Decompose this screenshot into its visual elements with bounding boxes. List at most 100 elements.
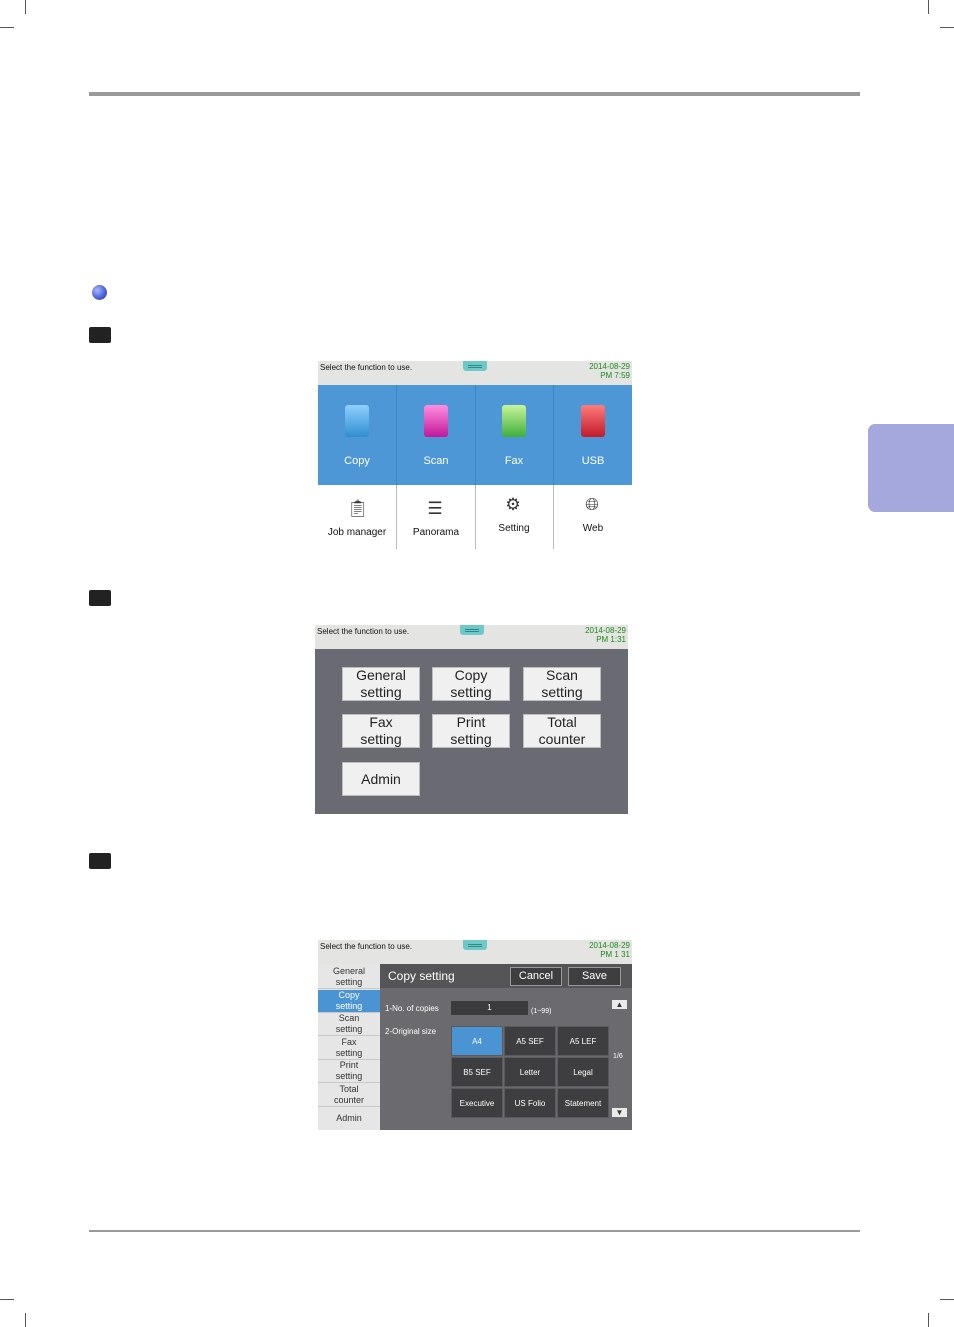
- sidebar-item-admin[interactable]: Admin: [318, 1108, 380, 1130]
- usb-tile[interactable]: USB: [554, 385, 632, 485]
- status-message: Select the function to use.: [320, 363, 413, 372]
- size-legal-button[interactable]: Legal: [557, 1057, 609, 1087]
- button-line: setting: [360, 731, 402, 747]
- scan-icon: [424, 405, 448, 437]
- size-label: 2-Original size: [385, 1027, 437, 1036]
- sidebar-line: setting: [335, 1071, 363, 1081]
- size-statement-button[interactable]: Statement: [557, 1088, 609, 1118]
- size-a5-lef-button[interactable]: A5 LEF: [557, 1026, 609, 1056]
- button-line: Print: [456, 714, 486, 730]
- status-bar: Select the function to use. 2014-08-29 P…: [318, 940, 632, 965]
- sidebar-line: setting: [335, 1001, 363, 1011]
- sidebar-line: Print: [339, 1060, 359, 1070]
- page-indicator: 1/6: [613, 1053, 623, 1060]
- button-line: General: [356, 667, 406, 683]
- section-bullet-icon: [92, 285, 107, 300]
- button-line: Copy: [454, 667, 488, 683]
- copy-tile[interactable]: Copy: [318, 385, 397, 485]
- tile-label: USB: [581, 455, 605, 467]
- tile-label: Fax: [504, 455, 524, 467]
- button-line: setting: [541, 684, 583, 700]
- documents-icon: ☰: [427, 499, 443, 518]
- usb-icon: [581, 405, 605, 437]
- copies-label: 1-No. of copies: [385, 1004, 439, 1013]
- sidebar-line: setting: [335, 977, 363, 987]
- scan-tile[interactable]: Scan: [397, 385, 476, 485]
- sub-functions: 📋︎ Job manager ☰ Panorama ⚙ Setting 🌐︎ W…: [318, 485, 632, 549]
- copies-field[interactable]: 1: [451, 1001, 528, 1015]
- tile-label: Copy: [344, 455, 370, 467]
- step-marker-3: [89, 853, 111, 869]
- clipboard-icon: 📋︎: [347, 499, 369, 518]
- job-manager-tile[interactable]: 📋︎ Job manager: [318, 485, 397, 549]
- chapter-tab: [868, 424, 954, 512]
- size-a5-sef-button[interactable]: A5 SEF: [504, 1026, 556, 1056]
- panel-title: Copy setting: [388, 969, 455, 983]
- crop-mark: [940, 1299, 954, 1300]
- date-text: 2014-08-29: [589, 941, 630, 950]
- datetime: 2014-08-29 PM 7:59: [589, 362, 630, 380]
- button-line: setting: [360, 684, 402, 700]
- crop-mark: [928, 1313, 929, 1327]
- setting-tile[interactable]: ⚙ Setting: [475, 485, 554, 549]
- home-screen: Select the function to use. 2014-08-29 P…: [318, 361, 632, 549]
- size-letter-button[interactable]: Letter: [504, 1057, 556, 1087]
- crop-mark: [940, 27, 954, 28]
- header-rule: [89, 92, 860, 96]
- tile-label: Panorama: [412, 527, 460, 538]
- size-b5-sef-button[interactable]: B5 SEF: [451, 1057, 503, 1087]
- button-line: counter: [538, 731, 586, 747]
- button-line: Admin: [361, 770, 401, 787]
- crop-mark: [928, 0, 929, 14]
- tile-label: Setting: [498, 523, 530, 534]
- copy-setting-screen: Select the function to use. 2014-08-29 P…: [318, 940, 632, 1130]
- date-text: 2014-08-29: [589, 362, 630, 371]
- datetime: 2014-08-29 PM 1:31: [585, 626, 626, 644]
- panorama-tile[interactable]: ☰ Panorama: [397, 485, 476, 549]
- status-bar: Select the function to use. 2014-08-29 P…: [318, 361, 632, 386]
- footer-rule: [89, 1230, 860, 1232]
- sidebar-line: General: [332, 966, 366, 976]
- tile-label: Scan: [423, 455, 449, 467]
- crop-mark: [25, 1313, 26, 1327]
- sidebar-line: Scan: [338, 1013, 360, 1023]
- time-text: PM 1 31: [600, 950, 630, 959]
- pull-down-handle-icon[interactable]: [463, 361, 487, 371]
- size-us-folio-button[interactable]: US Folio: [504, 1088, 556, 1118]
- fax-tile[interactable]: Fax: [475, 385, 554, 485]
- fax-icon: [502, 405, 526, 437]
- time-text: PM 7:59: [600, 371, 630, 380]
- scroll-down-icon[interactable]: ▼: [612, 1108, 627, 1117]
- scroll-up-icon[interactable]: ▲: [612, 1000, 627, 1009]
- button-line: setting: [450, 731, 492, 747]
- admin-button[interactable]: Admin: [342, 762, 420, 796]
- pull-down-handle-icon[interactable]: [460, 625, 484, 635]
- crop-mark: [0, 27, 14, 28]
- crop-mark: [25, 0, 26, 14]
- step-marker-2: [89, 590, 111, 606]
- sidebar-line: Admin: [336, 1113, 362, 1123]
- button-line: Fax: [369, 714, 393, 730]
- size-a4-button[interactable]: A4: [451, 1026, 503, 1056]
- cancel-button[interactable]: Cancel: [510, 967, 562, 986]
- pull-down-handle-icon[interactable]: [463, 940, 487, 950]
- web-tile[interactable]: 🌐︎ Web: [554, 485, 632, 549]
- size-executive-button[interactable]: Executive: [451, 1088, 503, 1118]
- save-button[interactable]: Save: [568, 967, 621, 986]
- gear-icon: ⚙: [505, 495, 521, 514]
- sidebar-line: Fax: [341, 1037, 357, 1047]
- copy-setting-panel: Copy setting Cancel Save 1-No. of copies…: [380, 964, 632, 1130]
